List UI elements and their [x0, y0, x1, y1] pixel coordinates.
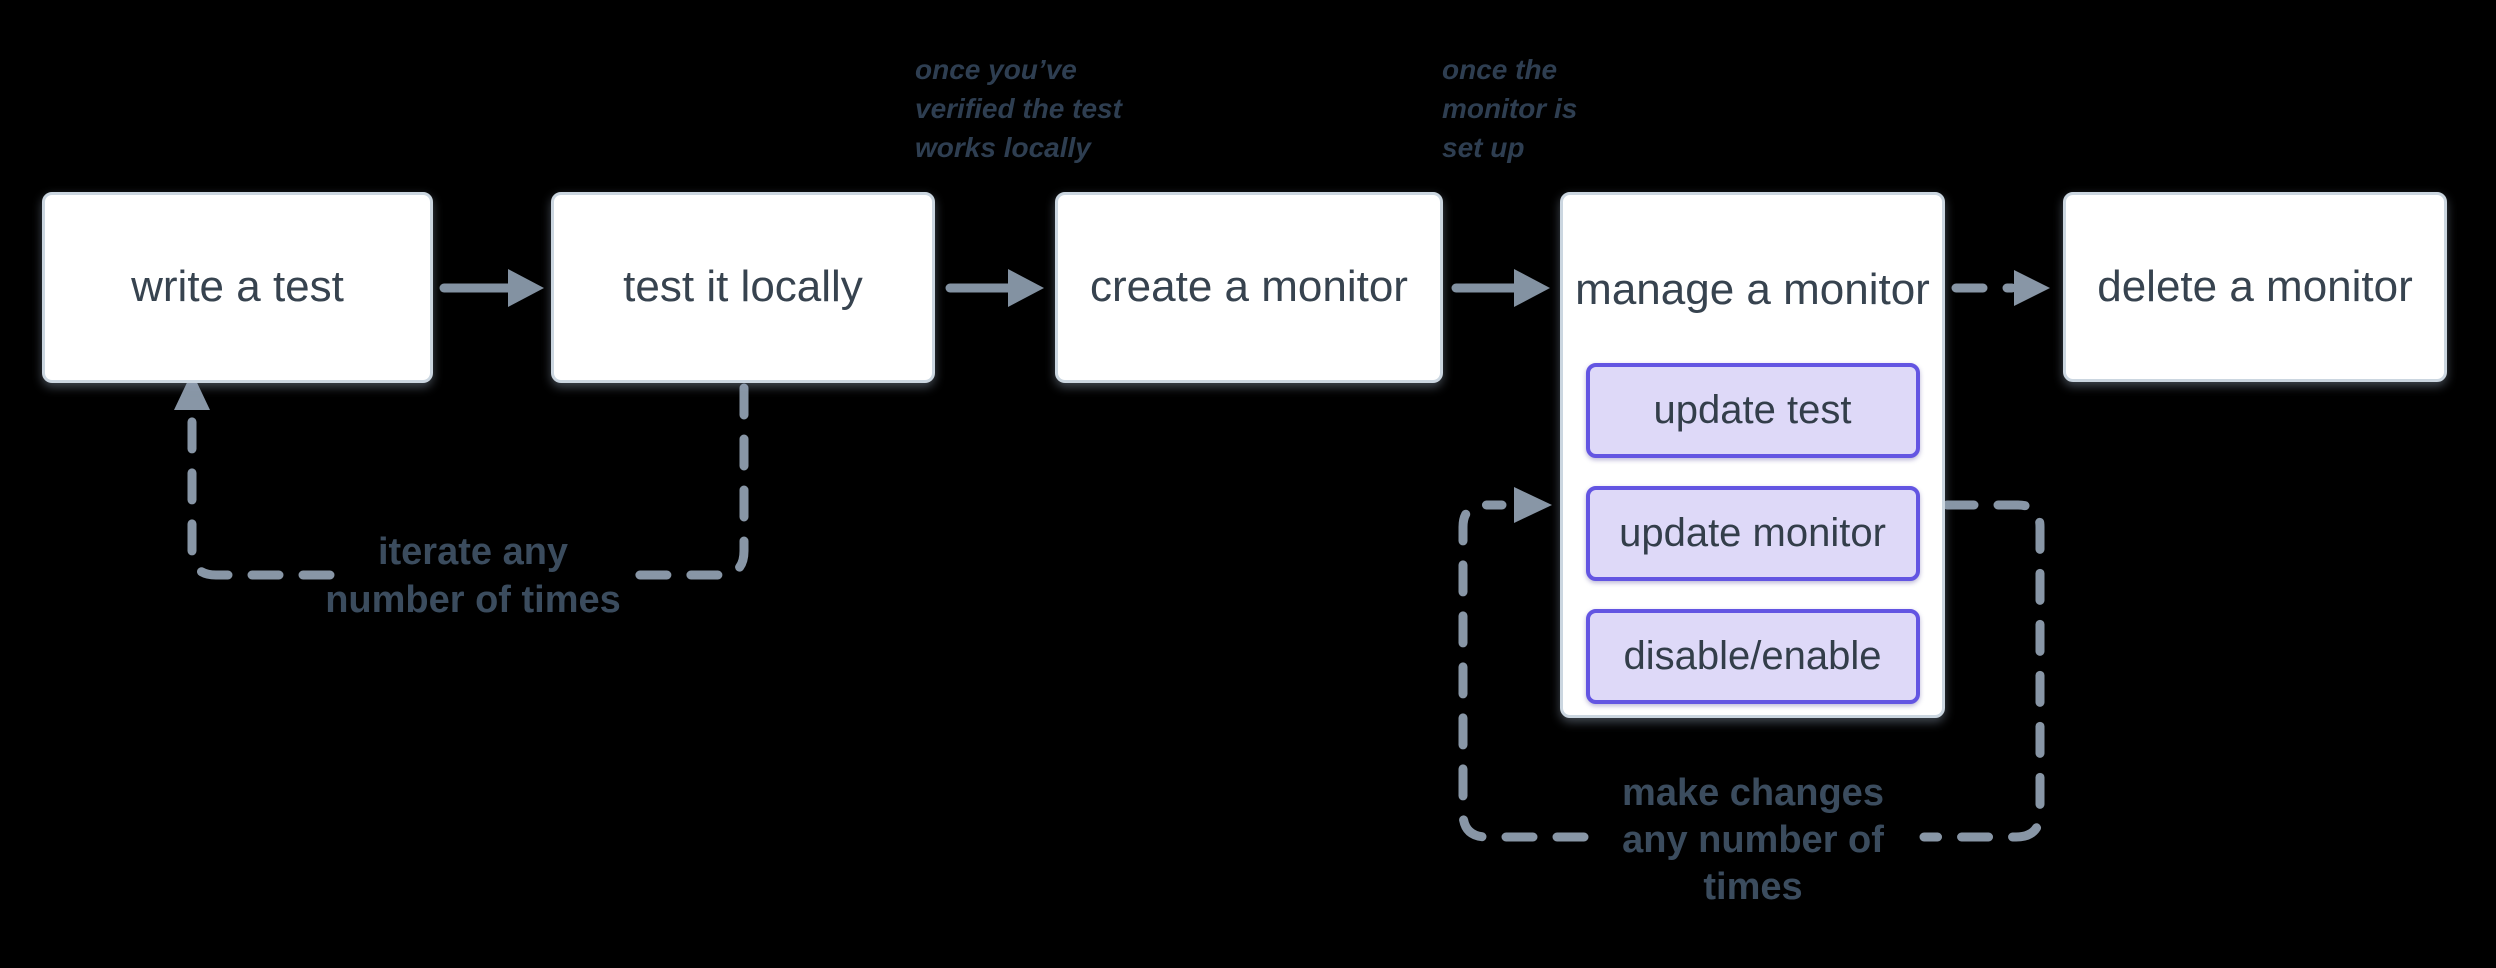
loop-iterate-icon — [174, 372, 749, 580]
loop-label-make-changes: make changes any number of times — [1622, 772, 1884, 908]
disable-enable-button: disable/enable — [1585, 609, 1920, 704]
arrow-create-to-manage-icon — [1451, 269, 1550, 307]
node-write-a-test-label: write a test — [131, 262, 344, 312]
annotation-verified-locally: once you’ve verified the test works loca… — [915, 54, 1122, 163]
disable-enable-button-label: disable/enable — [1623, 634, 1882, 678]
update-monitor-button: update monitor — [1585, 486, 1920, 581]
update-monitor-button-label: update monitor — [1619, 511, 1886, 555]
update-test-button: update test — [1585, 363, 1920, 458]
loop-make-changes-icon — [1458, 487, 2045, 842]
node-write-a-test: write a test — [42, 192, 433, 383]
annotation-monitor-set-up: once the monitor is set up — [1442, 54, 1578, 163]
loop-label-iterate: iterate any number of times — [325, 531, 621, 621]
arrow-write-to-test-icon — [439, 269, 544, 307]
node-manage-a-monitor: manage a monitor update test update moni… — [1560, 192, 1945, 718]
node-test-it-locally-label: test it locally — [623, 262, 863, 312]
arrow-manage-to-delete-icon — [1951, 270, 2050, 306]
node-test-it-locally: test it locally — [551, 192, 935, 383]
node-delete-a-monitor: delete a monitor — [2063, 192, 2447, 382]
node-manage-a-monitor-label: manage a monitor — [1575, 264, 1930, 314]
node-manage-a-monitor-title-row: manage a monitor — [1563, 195, 1942, 363]
node-create-a-monitor-label: create a monitor — [1090, 262, 1408, 312]
update-test-button-label: update test — [1653, 388, 1852, 432]
node-delete-a-monitor-label: delete a monitor — [2097, 261, 2413, 311]
arrow-test-to-create-icon — [945, 269, 1044, 307]
node-create-a-monitor: create a monitor — [1055, 192, 1443, 383]
